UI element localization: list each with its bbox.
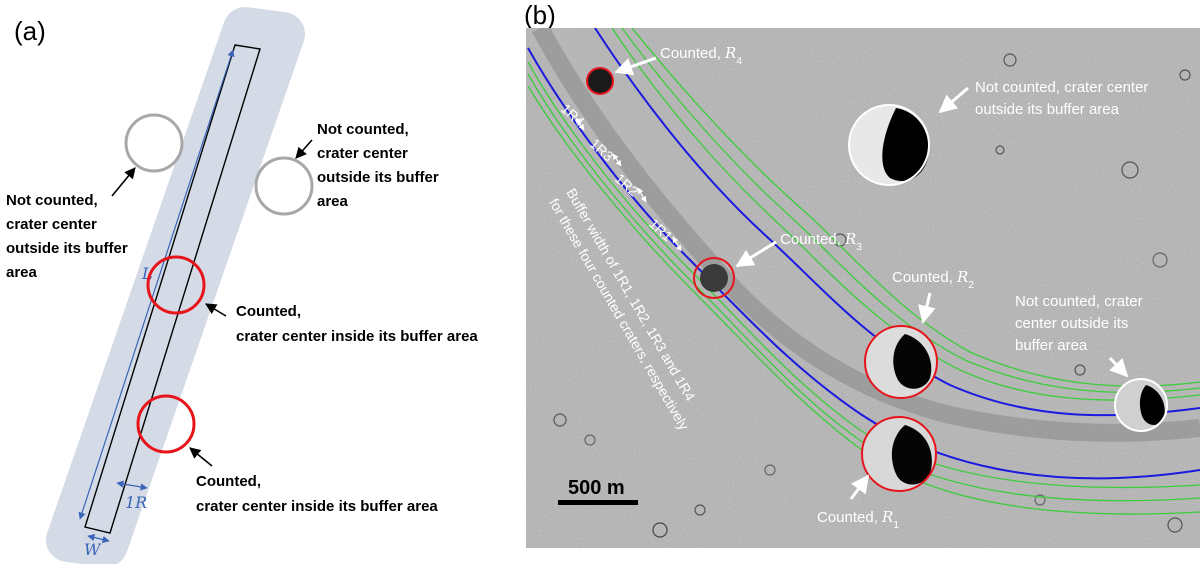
arrow-c-low [189, 447, 213, 467]
label-not-counted-1: Not counted, crater center outside its b… [975, 79, 1153, 118]
crater-counted-mid [146, 255, 206, 315]
label-not-counted-2: Not counted, crater center outside its b… [1015, 293, 1147, 354]
arrow-nc-right [295, 139, 313, 159]
ridge-shading [538, 28, 1200, 439]
label-counted-r4: Counted, R4 [660, 44, 742, 67]
panel-a: (a) L W 1R Not counted, crater center ou… [6, 7, 478, 564]
label-counted-r1: Counted, R1 [817, 508, 899, 531]
scale-bar: 500 m [558, 477, 638, 505]
crater-not-counted-large [848, 104, 930, 186]
arrow-nc-large [938, 86, 969, 114]
small-craters [553, 53, 1191, 538]
annot-nc-left: Not counted, crater center outside its b… [6, 192, 132, 281]
panel-a-label: (a) [14, 16, 46, 46]
crater-r1 [861, 416, 937, 492]
buffer-width-arrow [116, 480, 148, 491]
arrow-r3 [735, 240, 777, 268]
length-arrow [78, 49, 235, 520]
buffer-ticks [575, 117, 682, 252]
crater-not-counted-left [124, 113, 184, 173]
crater-counted-low [136, 394, 196, 454]
annot-c-mid: Counted, crater center inside its buffer… [236, 303, 478, 345]
buffer-symbol: 1R [125, 493, 147, 512]
arrow-r4 [614, 56, 657, 76]
panel-b: (b) [524, 0, 1200, 548]
buffer-zone [46, 7, 305, 564]
buffer-lines [527, 28, 1200, 515]
crater-not-counted-small [1114, 378, 1168, 432]
arrow-c-mid [205, 303, 227, 317]
width-symbol: W [84, 540, 102, 559]
width-arrow [87, 533, 110, 544]
arrow-r2 [918, 292, 936, 324]
annot-nc-right: Not counted, crater center outside its b… [317, 121, 443, 210]
crater-r2 [864, 325, 938, 399]
crater-r3 [693, 257, 735, 299]
label-counted-r3: Counted, R3 [780, 230, 862, 253]
arrow-r1 [849, 474, 870, 500]
arrow-nc-small [1108, 356, 1129, 378]
crater-not-counted-right [254, 156, 314, 216]
annot-c-low: Counted, crater center inside its buffer… [196, 473, 438, 515]
length-symbol: L [141, 264, 153, 283]
panel-b-label: (b) [524, 0, 556, 30]
crater-r4 [586, 67, 614, 95]
ridge-lines [527, 28, 1200, 480]
label-counted-r2: Counted, R2 [892, 268, 974, 291]
arrow-nc-left [111, 167, 136, 197]
scale-bar-label: 500 m [568, 477, 625, 499]
